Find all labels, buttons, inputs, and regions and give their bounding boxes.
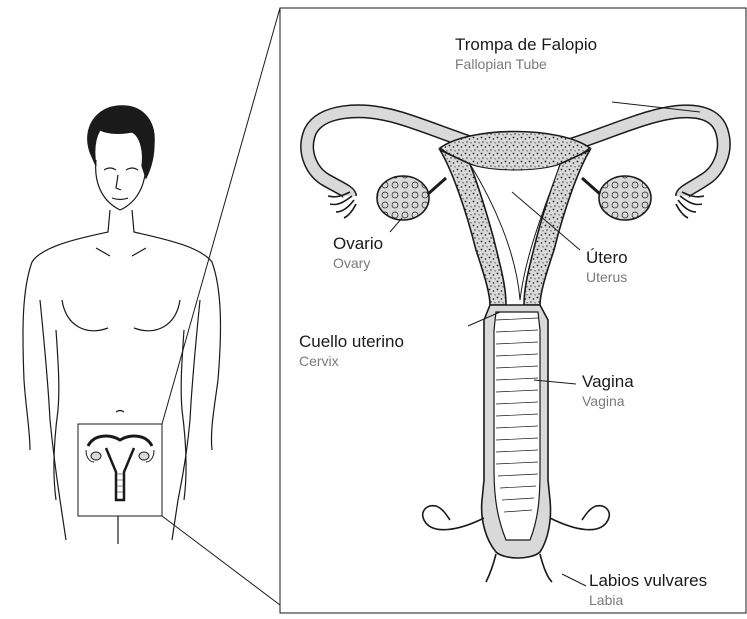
label-cervix-en: Cervix: [299, 354, 404, 368]
face-outline: [96, 160, 146, 210]
label-vagina: Vagina Vagina: [582, 373, 634, 408]
label-labia-en: Labia: [589, 593, 707, 607]
label-ovary: Ovario Ovary: [333, 235, 383, 270]
right-inner-arm: [172, 300, 200, 540]
label-fallopian-tube: Trompa de Falopio Fallopian Tube: [455, 36, 597, 71]
nose: [116, 175, 121, 190]
inset-box: [78, 424, 162, 516]
right-ovary: [599, 176, 651, 220]
left-ovary: [377, 176, 429, 220]
label-labia-es: Labios vulvares: [589, 572, 707, 589]
label-fallopian-tube-es: Trompa de Falopio: [455, 36, 597, 53]
zoom-line-top: [162, 8, 280, 424]
label-uterus-es: Útero: [586, 249, 628, 266]
label-ovary-en: Ovary: [333, 256, 383, 270]
collarbones: [96, 248, 146, 256]
left-breast: [62, 300, 108, 331]
eyes: [104, 168, 138, 170]
label-ovary-es: Ovario: [333, 235, 383, 252]
navel: [116, 411, 124, 413]
label-uterus-en: Uterus: [586, 270, 628, 284]
left-shoulder-arm: [23, 210, 110, 450]
label-vagina-en: Vagina: [582, 394, 634, 408]
right-shoulder-arm: [132, 210, 220, 450]
label-cervix: Cuello uterino Cervix: [299, 333, 404, 368]
label-uterus: Útero Uterus: [586, 249, 628, 284]
label-labia: Labios vulvares Labia: [589, 572, 707, 607]
right-breast: [134, 300, 180, 331]
label-fallopian-tube-en: Fallopian Tube: [455, 57, 597, 71]
label-cervix-es: Cuello uterino: [299, 333, 404, 350]
zoom-line-bottom: [162, 516, 280, 605]
left-inner-arm: [40, 300, 66, 540]
mouth: [112, 198, 128, 200]
label-vagina-es: Vagina: [582, 373, 634, 390]
